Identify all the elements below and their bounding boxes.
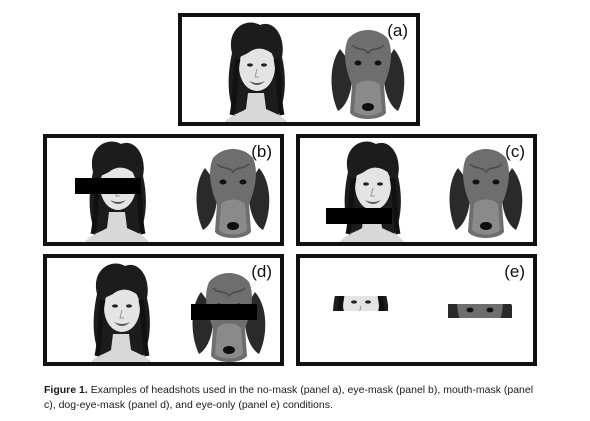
woman-face bbox=[224, 23, 288, 122]
panel-b: (b) bbox=[43, 134, 284, 246]
panel-e: (e) bbox=[296, 254, 537, 366]
panel-a-image bbox=[182, 17, 406, 122]
panel-label-d: (d) bbox=[251, 262, 272, 281]
woman-face bbox=[89, 264, 153, 362]
panel-c: (c) bbox=[296, 134, 537, 246]
figure-caption: Figure 1. Examples of headshots used in … bbox=[44, 383, 544, 413]
mouth-mask-bar bbox=[326, 208, 392, 224]
dog-eye-mask-bar bbox=[191, 304, 257, 320]
panel-label-c: (c) bbox=[505, 142, 525, 161]
panel-label-b: (b) bbox=[251, 142, 272, 161]
panel-e-image bbox=[300, 258, 512, 360]
dog-face bbox=[448, 148, 524, 239]
dog-face bbox=[330, 29, 406, 120]
dog-face bbox=[195, 148, 271, 239]
figure-caption-text: Examples of headshots used in the no-mas… bbox=[44, 384, 534, 411]
panel-label-a: (a) bbox=[387, 21, 408, 40]
panel-a: (a) bbox=[178, 13, 420, 126]
panel-d-image bbox=[47, 258, 267, 362]
woman-face bbox=[340, 142, 404, 242]
panel-d: (d) bbox=[43, 254, 284, 366]
dog-eye-strip bbox=[448, 304, 512, 318]
figure-label: Figure 1. bbox=[44, 384, 88, 396]
woman-eye-strip bbox=[328, 260, 392, 360]
panel-b-image bbox=[75, 138, 271, 242]
eye-mask-bar bbox=[75, 178, 141, 194]
panel-label-e: (e) bbox=[504, 262, 525, 281]
panel-c-image bbox=[326, 138, 524, 242]
